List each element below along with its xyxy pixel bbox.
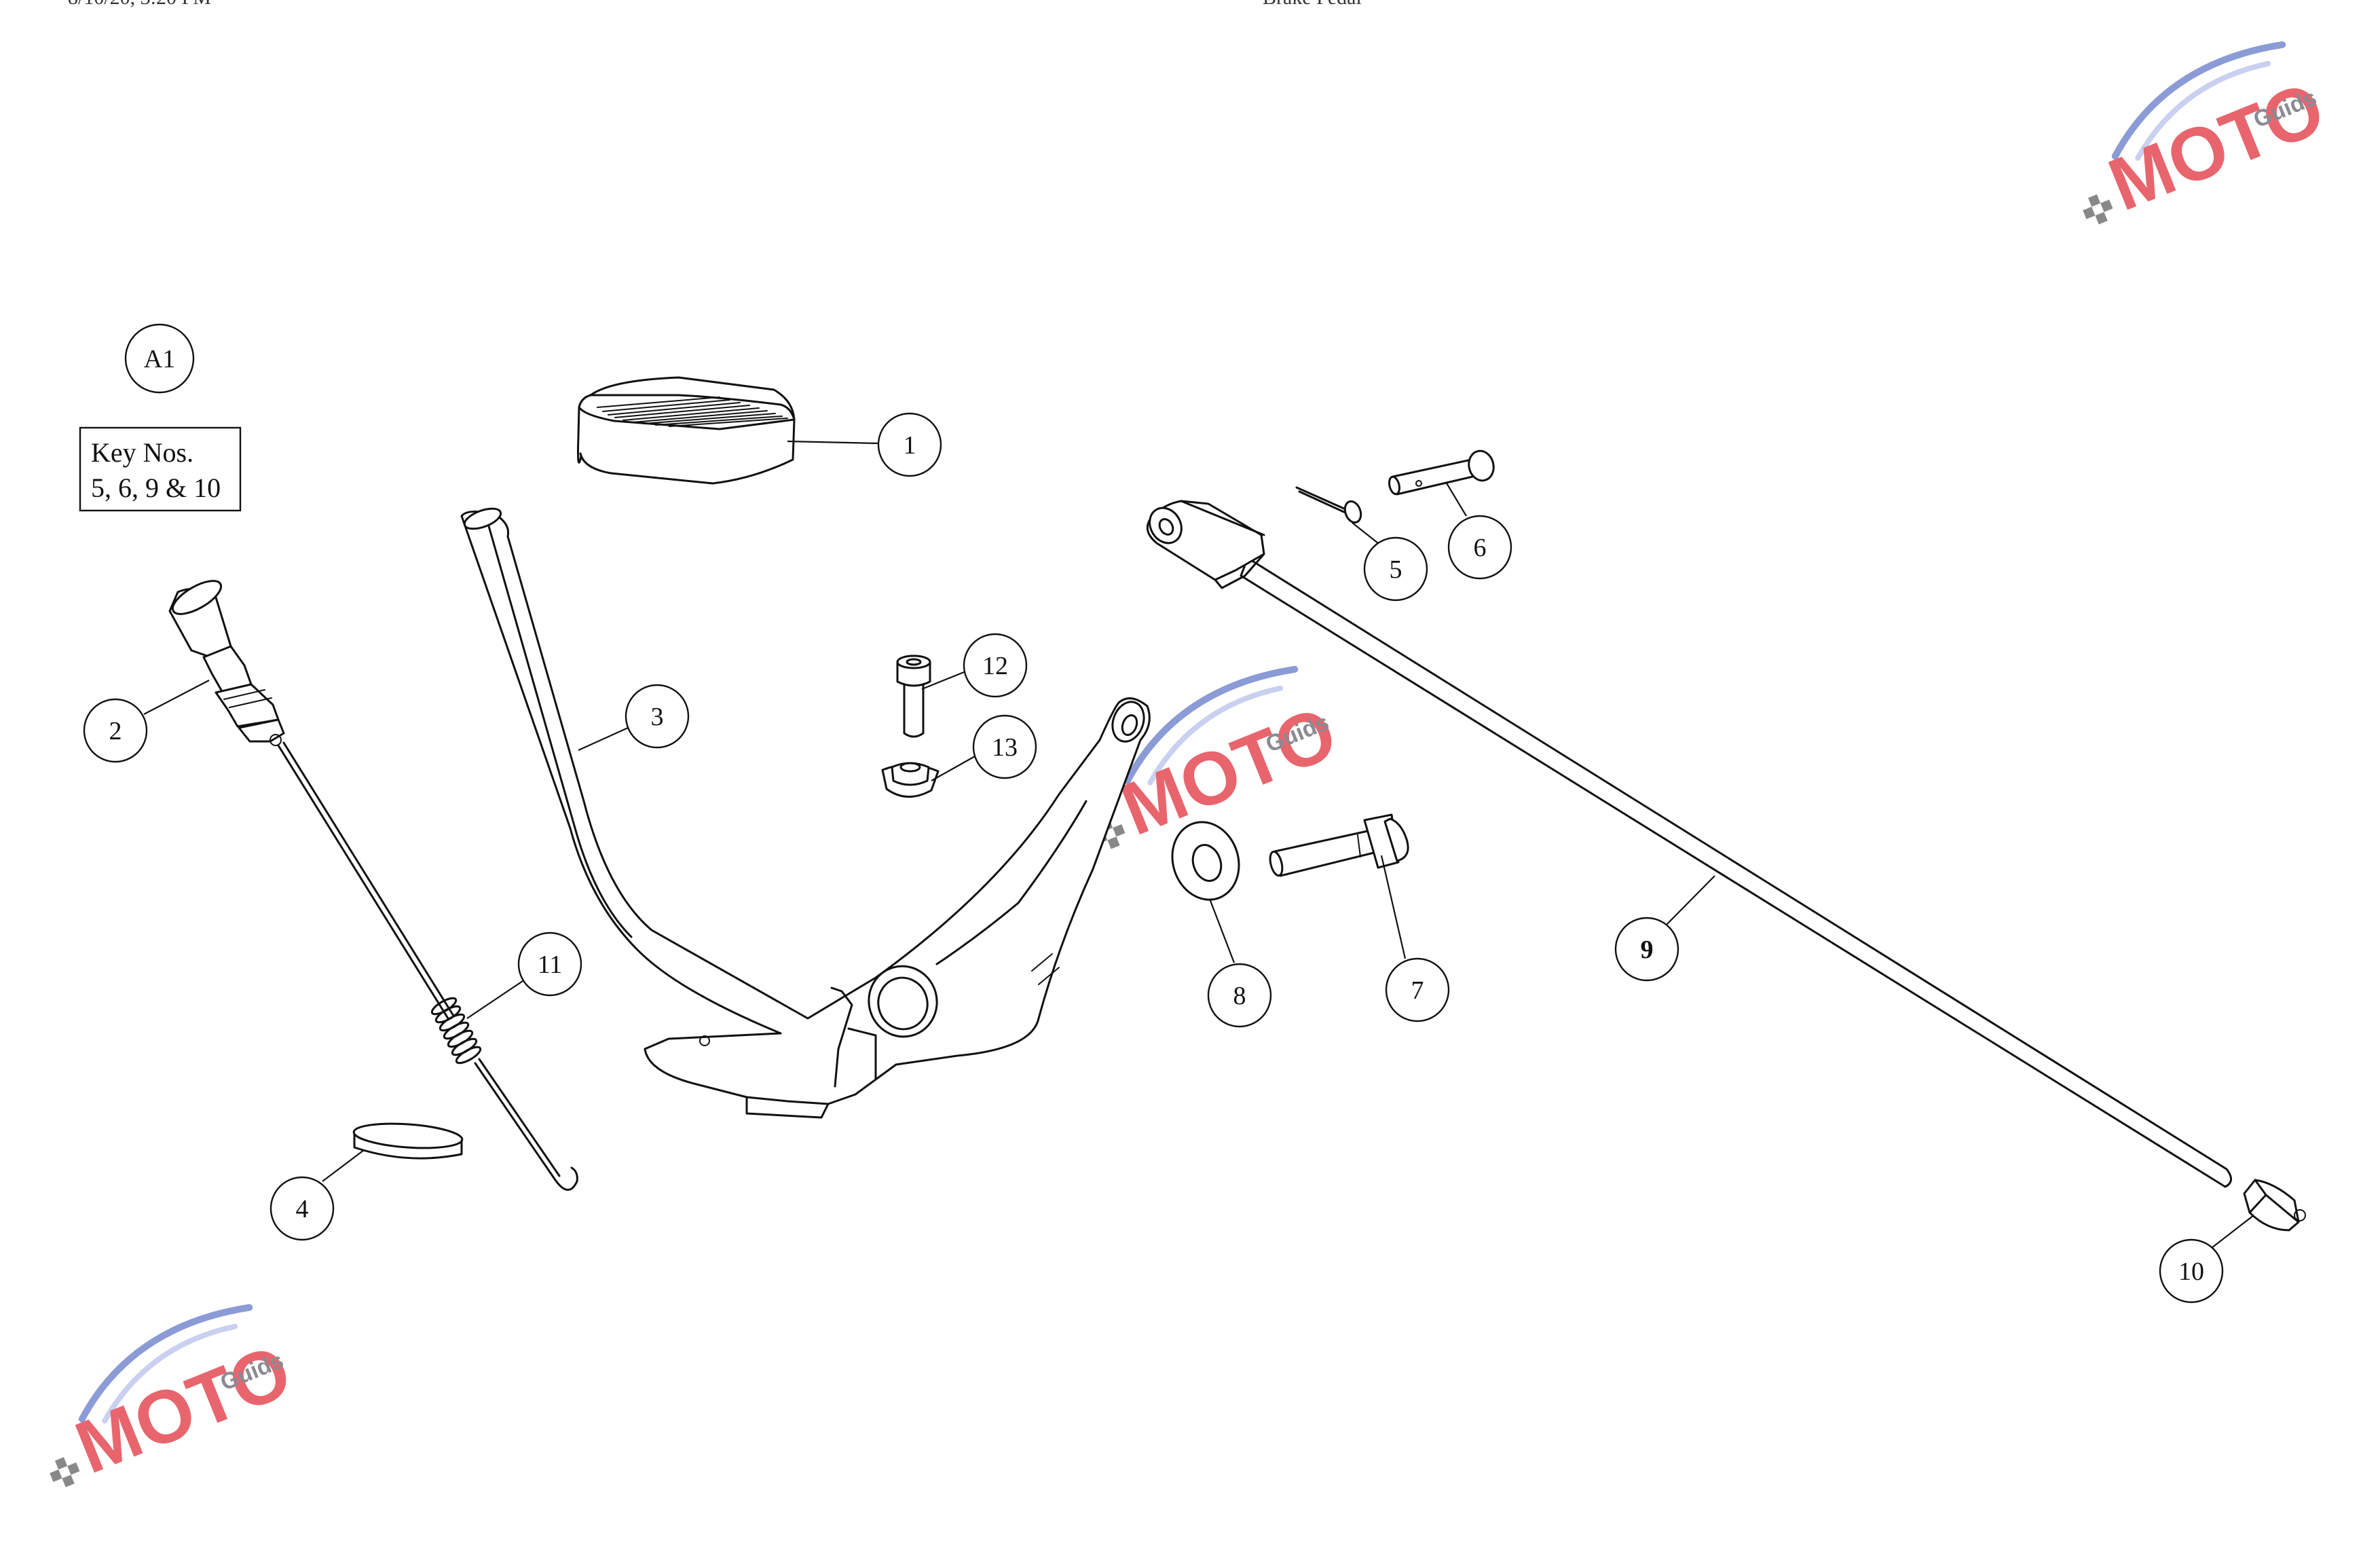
- svg-text:8: 8: [1233, 982, 1246, 1010]
- svg-text:3: 3: [651, 703, 664, 731]
- key-numbers-note: Key Nos. 5, 6, 9 & 10: [79, 426, 242, 512]
- part-2-brake-light-switch: [168, 580, 285, 746]
- callout-13: 13: [972, 714, 1037, 779]
- part-5-split-pin: [1295, 486, 1362, 523]
- part-6-clevis-pin: [1388, 449, 1495, 496]
- svg-text:4: 4: [296, 1195, 309, 1223]
- callout-4: 4: [269, 1176, 335, 1241]
- part-13-flange-nut: [881, 762, 940, 798]
- part-7-pivot-bolt: [1269, 813, 1409, 877]
- svg-text:13: 13: [992, 733, 1018, 762]
- part-8-washer: [1171, 821, 1240, 901]
- svg-text:6: 6: [1474, 534, 1487, 562]
- callout-9: 9: [1614, 917, 1679, 982]
- part-10-adjuster-nut: [2243, 1179, 2306, 1232]
- part-11-return-spring: [277, 741, 578, 1191]
- svg-text:7: 7: [1411, 976, 1424, 1005]
- svg-text:2: 2: [109, 717, 122, 745]
- svg-text:A1: A1: [144, 345, 175, 373]
- part-9-brake-rod: [1146, 500, 2232, 1188]
- checkered-flag-icon: [2083, 194, 2113, 225]
- callout-3: 3: [625, 684, 690, 749]
- callout-10: 10: [2159, 1238, 2224, 1304]
- leader-lines: [143, 440, 2254, 1249]
- part-3-brake-pedal: [460, 507, 1151, 1119]
- callout-6: 6: [1447, 515, 1512, 580]
- callout-11: 11: [517, 931, 582, 997]
- watermark-logo: MOTO Guids: [50, 1304, 302, 1490]
- callout-5: 5: [1363, 536, 1428, 602]
- svg-text:9: 9: [1641, 936, 1654, 964]
- part-1-pedal-pad: [577, 376, 796, 485]
- part-4-rubber-cap: [352, 1122, 464, 1160]
- header-title: Brake Pedal: [1263, 0, 1362, 9]
- callout-7: 7: [1385, 957, 1450, 1022]
- svg-text:11: 11: [538, 951, 563, 979]
- assembly-label: A1: [124, 323, 195, 394]
- callout-2: 2: [83, 698, 148, 763]
- header-date: 8/10/20, 3:20 PM: [68, 0, 211, 9]
- svg-text:5: 5: [1390, 555, 1402, 584]
- watermark-logo: MOTO Guids: [2083, 41, 2335, 227]
- svg-text:10: 10: [2178, 1257, 2204, 1286]
- key-note-line1: Key Nos.: [91, 437, 193, 468]
- part-12-socket-screw: [896, 654, 931, 738]
- checkered-flag-icon: [50, 1457, 80, 1488]
- key-note-line2: 5, 6, 9 & 10: [91, 473, 221, 503]
- svg-text:12: 12: [982, 652, 1008, 680]
- callout-1: 1: [877, 412, 942, 477]
- callout-8: 8: [1207, 963, 1272, 1028]
- svg-text:1: 1: [904, 431, 916, 460]
- callout-12: 12: [963, 633, 1028, 698]
